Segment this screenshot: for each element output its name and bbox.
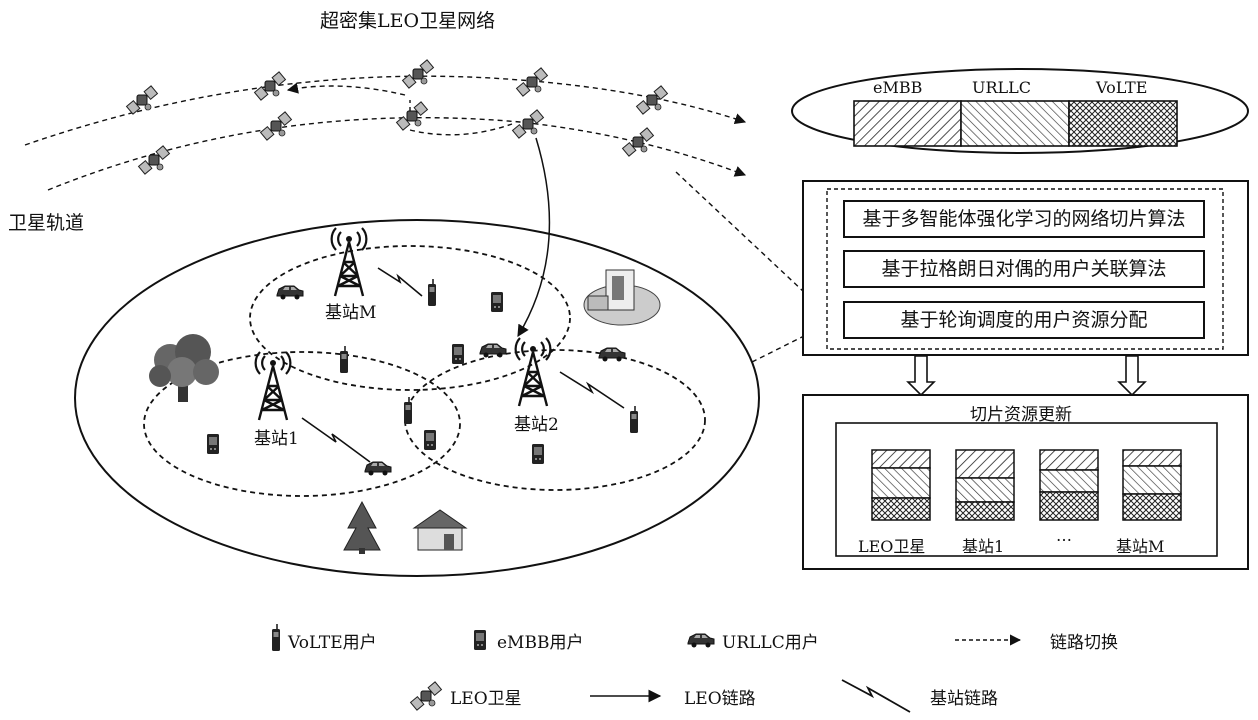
tablet-icon [452,344,464,364]
tower-icon [514,336,552,408]
bs-links [301,267,625,463]
tower-icon [330,226,368,298]
update-title: 切片资源更新 [970,405,1072,425]
legend-embb: eMBB用户 [497,633,584,653]
tablet-icon [207,434,219,454]
cell-coverage [143,245,706,497]
legend-leo-sat: LEO卫星 [450,689,522,709]
slice-label-volte: VoLTE [1096,78,1148,97]
tree-icon [149,334,219,402]
satellite-icon [635,85,669,115]
algo-slicing: 基于多智能体强化学习的网络切片算法 [843,200,1205,238]
satellite-icon [125,85,159,115]
slice-label-urllc: URLLC [972,78,1032,97]
ground-area [74,219,760,577]
building-icon [583,269,661,326]
legend-link-switch: 链路切换 [1050,633,1118,653]
algo-allocation: 基于轮询调度的用户资源分配 [843,301,1205,339]
column-leo: LEO卫星 [858,537,926,556]
column-ellipsis: … [1056,526,1072,545]
phone-icon [271,623,281,652]
resource-block [1039,469,1099,493]
resource-block [955,449,1015,479]
slice-urllc [960,100,1070,147]
algo-association: 基于拉格朗日对偶的用户关联算法 [843,250,1205,288]
phone-icon [629,405,639,434]
leo-link-arrow [517,137,551,338]
column-bsm: 基站M [1116,537,1165,556]
satellite-icon [621,127,655,157]
update-inner-frame [835,422,1218,557]
tablet-icon [532,444,544,464]
column-bs1: 基站1 [962,537,1005,556]
connector-lines [675,171,805,363]
down-arrows [906,355,1147,397]
legend-urllc: URLLC用户 [722,633,819,653]
orbit-label: 卫星轨道 [8,212,85,234]
algorithm-dashed-frame [826,188,1224,350]
house-icon [412,509,468,551]
resource-block [871,497,931,521]
resource-stacks [871,449,1182,521]
car-icon [687,633,715,648]
tablet-icon [491,292,503,312]
legend-leo-link: LEO链路 [684,689,756,709]
bs-link-legend [841,679,911,713]
network-title: 超密集LEO卫星网络 [320,10,496,32]
satellite-icon [401,59,435,89]
car-icon [479,343,507,358]
phone-icon [339,345,349,374]
satellite-icon [253,71,287,101]
satellite-icon [511,109,545,139]
car-icon [276,285,304,300]
label-bs-1: 基站1 [254,429,299,449]
phone-icon [403,396,413,425]
resource-block [1039,449,1099,471]
car-icon [598,347,626,362]
legend-bs-link: 基站链路 [930,689,998,709]
phone-icon [427,278,437,307]
resource-block [871,449,931,469]
resource-block [1122,465,1182,495]
resource-block [1122,449,1182,467]
slice-bar-ellipse [791,68,1249,154]
slice-volte [1068,100,1178,147]
resource-block [1122,493,1182,521]
satellite-icon [409,681,443,711]
slice-embb [853,100,962,147]
resource-block [1039,491,1099,521]
legend-volte: VoLTE用户 [288,633,377,653]
satellite-icon [395,101,429,131]
tablet-icon [424,430,436,450]
label-bs-m: 基站M [325,303,377,323]
label-bs-2: 基站2 [514,415,559,435]
resource-block [955,501,1015,521]
pine-tree-icon [343,500,381,554]
legend-graphics [271,623,1022,713]
resource-block [871,467,931,499]
satellite-icon [137,145,171,175]
satellite-orbits [24,75,747,191]
resource-block [955,477,1015,503]
tablet-icon [474,630,486,650]
slice-label-embb: eMBB [873,78,923,97]
car-icon [364,461,392,476]
